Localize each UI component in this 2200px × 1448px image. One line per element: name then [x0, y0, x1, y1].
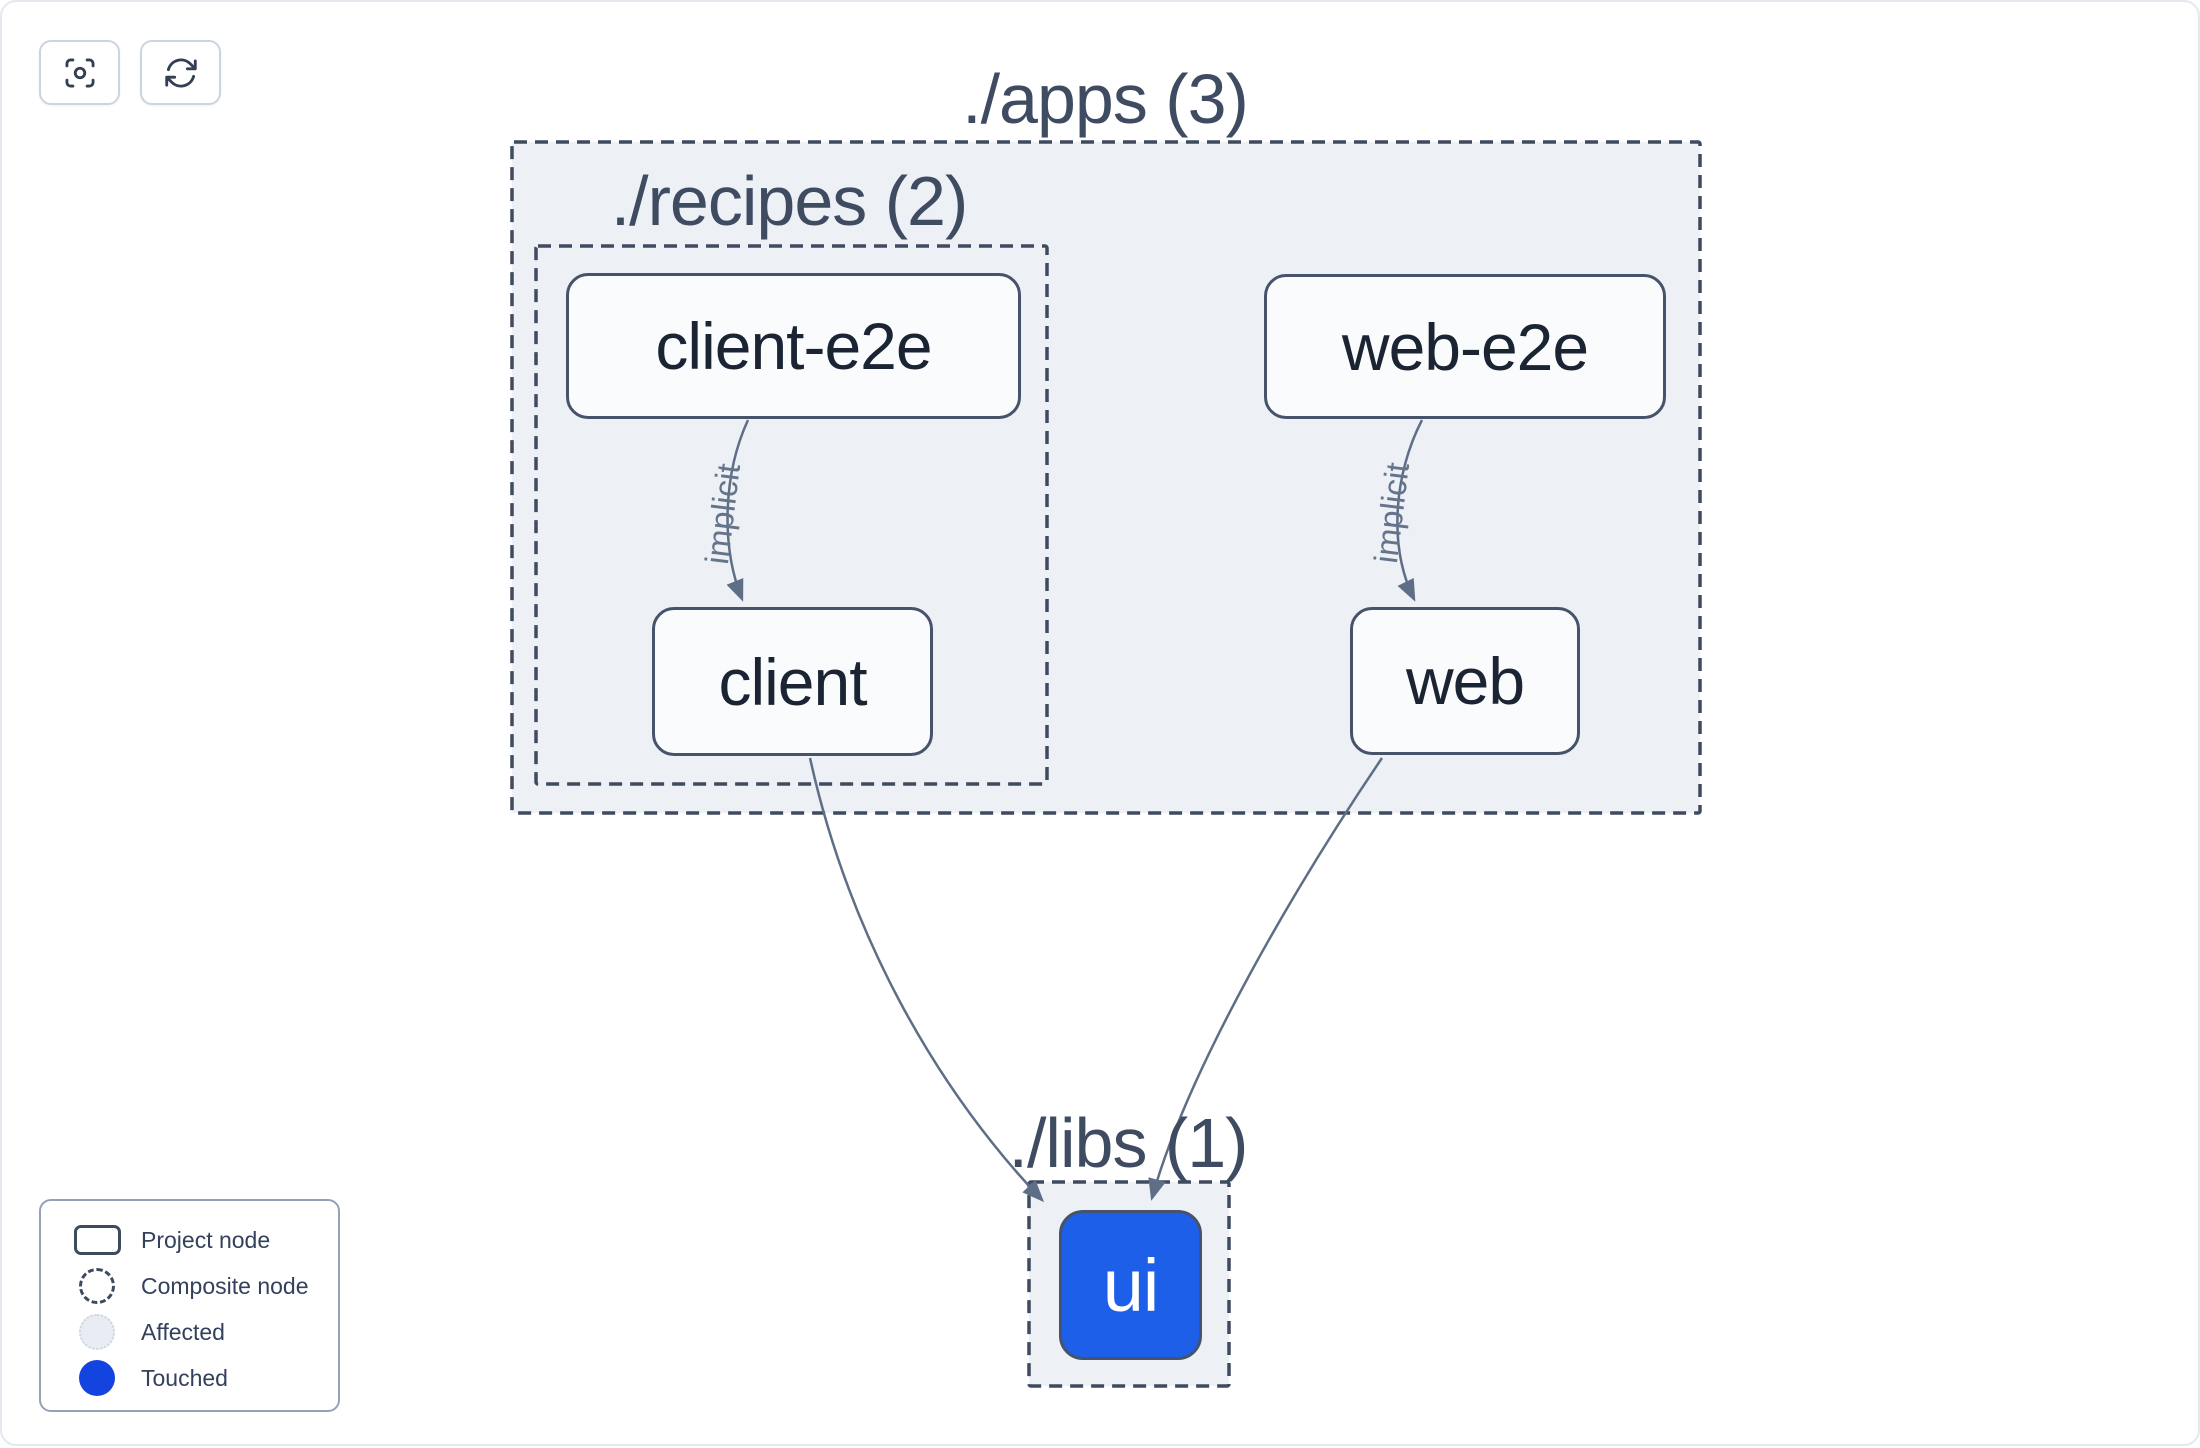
touched-swatch-icon — [67, 1360, 127, 1396]
graph-toolbar — [39, 40, 221, 105]
refresh-button[interactable] — [140, 40, 221, 105]
node-label: client-e2e — [655, 309, 932, 383]
node-label: client — [718, 644, 867, 719]
affected-swatch-icon — [67, 1314, 127, 1350]
node-ui[interactable]: ui — [1059, 1210, 1202, 1360]
viewfinder-icon — [61, 54, 99, 92]
zoom-to-fit-button[interactable] — [39, 40, 120, 105]
legend-item-touched: Touched — [67, 1355, 338, 1401]
edge-web-ui[interactable] — [1148, 757, 1384, 1201]
legend-label: Touched — [141, 1364, 228, 1391]
refresh-icon — [162, 54, 200, 92]
legend-label: Affected — [141, 1318, 225, 1345]
group-label-recipes[interactable]: ./recipes (2) — [610, 162, 969, 240]
legend-item-composite-node: Composite node — [67, 1263, 338, 1309]
node-label: web-e2e — [1341, 309, 1589, 384]
legend-item-affected: Affected — [67, 1309, 338, 1355]
node-label: web — [1405, 644, 1525, 718]
node-client[interactable]: client — [652, 607, 933, 756]
edge-web-e2e-web[interactable] — [1396, 419, 1424, 602]
graph-legend: Project node Composite node Affected Tou… — [39, 1199, 340, 1412]
edge-client-ui[interactable] — [808, 757, 1045, 1203]
edge-client-e2e-client[interactable] — [726, 419, 750, 602]
node-web[interactable]: web — [1350, 607, 1580, 755]
group-label-apps[interactable]: ./apps (3) — [962, 60, 1249, 138]
group-label-libs[interactable]: ./libs (1) — [1008, 1104, 1249, 1182]
legend-label: Composite node — [141, 1272, 309, 1299]
node-client-e2e[interactable]: client-e2e — [566, 273, 1021, 419]
node-web-e2e[interactable]: web-e2e — [1264, 274, 1666, 419]
legend-item-project-node: Project node — [67, 1217, 338, 1263]
node-label: ui — [1102, 1243, 1160, 1327]
legend-label: Project node — [141, 1226, 271, 1253]
composite-node-swatch-icon — [67, 1268, 127, 1304]
project-node-swatch-icon — [67, 1225, 127, 1255]
